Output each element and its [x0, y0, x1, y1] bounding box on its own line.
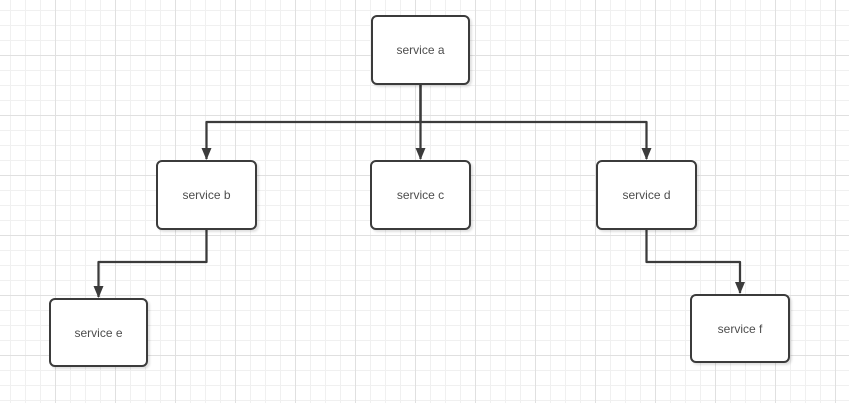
node-service-f[interactable]: service f: [690, 294, 790, 363]
node-label: service c: [396, 188, 445, 202]
node-label: service f: [717, 321, 763, 336]
node-label: service e: [74, 325, 123, 340]
node-label: service d: [622, 188, 671, 202]
edge-service-a-to-service-b: [201, 85, 422, 160]
edge-service-d-to-service-f: [645, 230, 745, 294]
node-service-b[interactable]: service b: [156, 160, 257, 230]
edge-service-b-to-service-e: [93, 230, 208, 298]
node-service-a[interactable]: service a: [371, 15, 470, 85]
node-service-c[interactable]: service c: [370, 160, 471, 230]
node-label: service b: [182, 188, 231, 202]
node-service-e[interactable]: service e: [49, 298, 148, 367]
node-label: service a: [396, 43, 445, 57]
node-service-d[interactable]: service d: [596, 160, 697, 230]
edge-service-a-to-service-d: [419, 85, 652, 160]
